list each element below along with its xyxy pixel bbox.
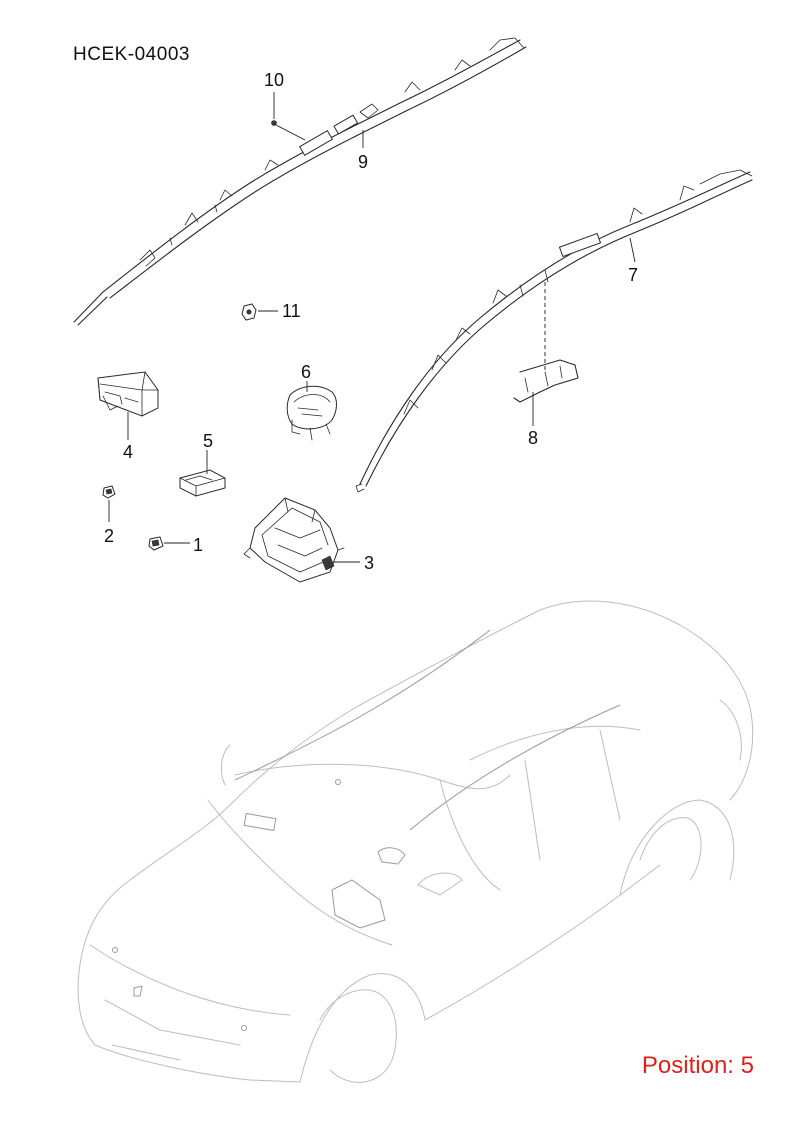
part-2-connector <box>102 485 116 522</box>
callout-5: 5 <box>203 431 214 451</box>
callout-6: 6 <box>301 362 312 382</box>
part-1-connector <box>148 536 190 551</box>
callout-4: 4 <box>123 442 134 462</box>
part-8-bracket <box>513 282 579 426</box>
part-4-airbag-module <box>97 371 159 440</box>
part-9-curtain-airbag <box>73 37 527 326</box>
position-label: Position: 5 <box>641 1052 754 1079</box>
part-3-control-unit <box>243 497 360 583</box>
callout-1: 1 <box>193 535 204 555</box>
callout-11: 11 <box>282 301 301 321</box>
diagram-code: HCEK-04003 <box>73 44 190 65</box>
callout-9: 9 <box>358 152 369 172</box>
callout-2: 2 <box>104 526 115 546</box>
car-outline <box>77 600 754 1083</box>
callout-7: 7 <box>628 265 639 285</box>
part-6-steering-airbag <box>286 381 337 441</box>
callout-10: 10 <box>264 70 285 90</box>
callout-8: 8 <box>528 428 539 448</box>
part-11-clip <box>241 303 278 321</box>
part-7-curtain-airbag <box>355 169 753 493</box>
part-10-screw <box>271 92 306 141</box>
callout-3: 3 <box>364 553 375 573</box>
part-5-sensor-plate <box>179 450 226 497</box>
